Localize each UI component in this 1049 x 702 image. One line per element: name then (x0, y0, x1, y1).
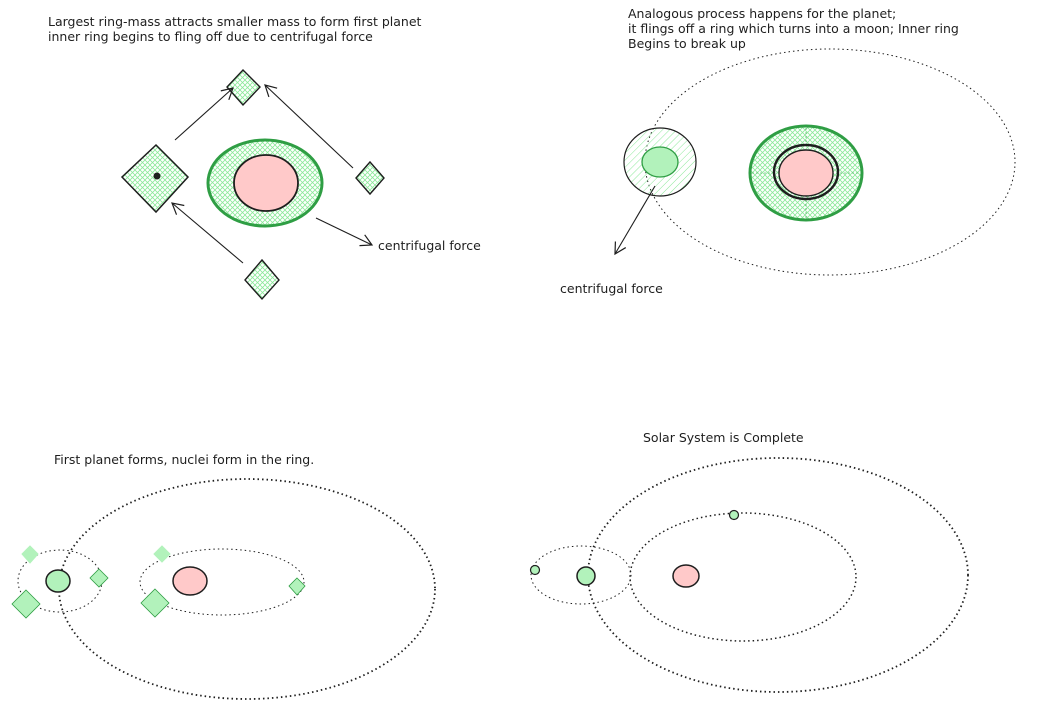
caption-line: it flings off a ring which turns into a … (628, 21, 959, 36)
planet-ring-br (530, 545, 632, 605)
caption-top-right: Analogous process happens for the planet… (628, 6, 959, 51)
caption-bottom-left: First planet forms, nuclei form in the r… (54, 452, 315, 467)
nucleus-diamond (89, 568, 109, 588)
small-diamond-bottom (244, 258, 280, 301)
orbit-dotted-large (644, 48, 1016, 276)
caption-bottom-right: Solar System is Complete (643, 430, 804, 445)
panel-bottom-left (11, 478, 436, 700)
caption-line: inner ring begins to fling off due to ce… (48, 29, 373, 44)
planet-with-moon-ring (623, 127, 697, 197)
panel-top-right (614, 48, 1016, 276)
moon-br (529, 564, 541, 576)
panel-bottom-right (529, 457, 969, 693)
caption-line: Largest ring-mass attracts smaller mass … (48, 14, 422, 29)
nucleus-diamond (21, 545, 39, 564)
first-planet (45, 569, 71, 593)
caption-top-left: Largest ring-mass attracts smaller mass … (48, 14, 421, 44)
centrifugal-force-label-1: centrifugal force (378, 238, 481, 253)
nucleus-diamond (288, 577, 306, 596)
nucleus-diamond (11, 589, 41, 619)
nucleus-diamond (153, 545, 171, 563)
sun-with-ring (206, 138, 324, 228)
sun-with-breaking-ring (748, 124, 864, 222)
large-diamond-mass (120, 143, 190, 214)
sun-ring-bl (139, 548, 305, 616)
sun-br (672, 564, 700, 588)
outer-orbit-bl (58, 478, 436, 700)
attract-arrow-3 (171, 202, 244, 264)
inner-orbit-br (629, 512, 857, 642)
centrifugal-arrow-2 (614, 185, 656, 256)
small-diamond-top (226, 68, 261, 107)
outer-planet-br (728, 509, 740, 521)
attract-arrow-2 (264, 84, 354, 169)
panel-top-left (120, 68, 385, 301)
nucleus-dot (153, 172, 161, 180)
centrifugal-arrow-1 (315, 217, 374, 247)
attract-arrow-1 (174, 88, 233, 141)
sun-bl (172, 566, 208, 596)
centrifugal-force-label-2: centrifugal force (560, 281, 663, 296)
caption-line: Begins to break up (628, 36, 746, 51)
outer-orbit-br (587, 457, 969, 693)
caption-line: Analogous process happens for the planet… (628, 6, 897, 21)
planet-br (576, 566, 596, 586)
small-diamond-right (355, 160, 385, 196)
nucleus-diamond (140, 588, 170, 618)
